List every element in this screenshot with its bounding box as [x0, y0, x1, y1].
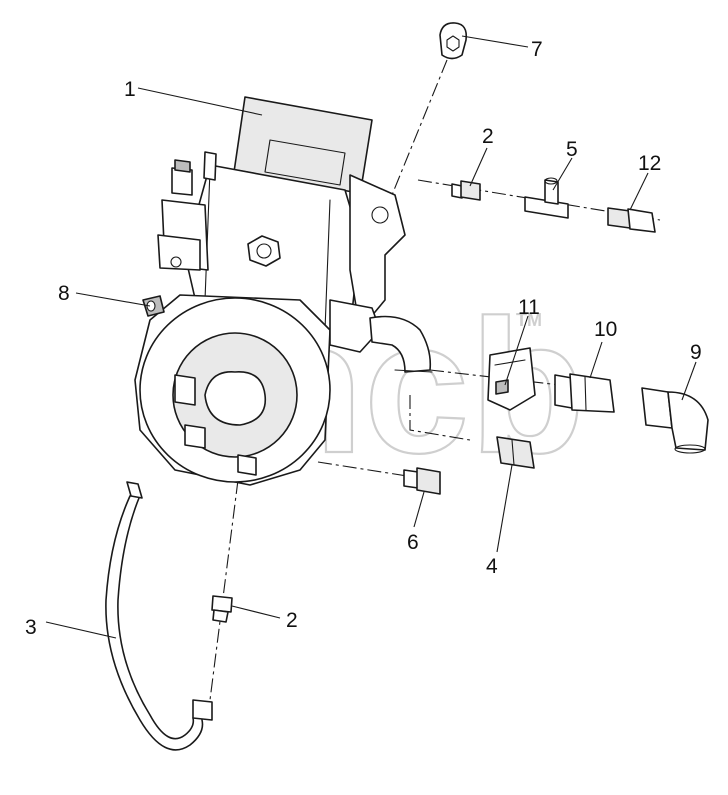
bracket-11-edge — [494, 359, 526, 366]
flange-lug-bottom-2 — [237, 454, 257, 476]
leader-12 — [629, 172, 649, 211]
pump-outlet-elbow — [369, 315, 432, 373]
pump-side-bracket — [349, 174, 406, 331]
valve-cap — [174, 159, 191, 173]
leader-1 — [137, 87, 263, 116]
part-9-elbow — [641, 387, 709, 454]
part-2-adapter-lower — [211, 595, 233, 623]
plug-4-flat — [511, 439, 515, 466]
leader-2-lower — [231, 605, 281, 619]
leader-9 — [681, 361, 697, 401]
front-hex-nut-bore — [256, 243, 272, 259]
connector-12-body — [627, 208, 656, 233]
tee-5-branch-port — [544, 177, 558, 185]
centerline-plug — [317, 461, 421, 479]
callout-12: 12 — [638, 152, 661, 175]
elbow-9-body — [667, 391, 709, 451]
hose-3-line-a — [105, 495, 204, 751]
elbow-rim — [394, 369, 433, 373]
pump-port-block — [329, 299, 381, 353]
union-10-body — [569, 373, 615, 413]
leader-4 — [496, 464, 513, 553]
leader-2-upper — [469, 147, 488, 187]
centerline-bolt — [391, 59, 448, 196]
union-10-flat — [584, 376, 587, 411]
callout-2-lower: 2 — [286, 609, 298, 632]
callouts: 1 2 5 12 7 8 11 10 9 6 4 3 2 — [25, 38, 702, 639]
adapter-2-hex — [460, 180, 481, 201]
part-10-union — [554, 373, 615, 413]
leader-5 — [552, 157, 573, 191]
part-5-tee — [524, 177, 569, 219]
part-6-plug — [403, 467, 441, 495]
plug-6-hex — [416, 467, 441, 495]
callout-7: 7 — [531, 38, 543, 61]
front-hex-nut — [247, 235, 281, 267]
valve-pin — [203, 151, 217, 181]
pump-top-recess — [264, 139, 346, 186]
callout-6: 6 — [407, 531, 419, 554]
part-2-adapter-upper — [451, 180, 481, 201]
leader-8 — [75, 292, 151, 307]
flange-lug-left — [174, 374, 196, 406]
callout-4: 4 — [486, 555, 498, 578]
drive-shaft-coupling — [204, 371, 267, 426]
callout-10: 10 — [594, 318, 617, 341]
callout-11: 11 — [518, 296, 540, 319]
bolt-7-head — [439, 22, 468, 60]
plug-4-hex — [496, 436, 535, 469]
leader-3 — [45, 621, 117, 639]
pump-assembly — [134, 96, 433, 486]
leader-lines — [45, 35, 697, 639]
leader-7 — [461, 35, 529, 48]
centerline-elbow — [429, 369, 561, 386]
leader-6 — [413, 491, 425, 528]
callout-3: 3 — [25, 616, 37, 639]
bracket-hole — [371, 206, 389, 224]
watermark-trademark: TM — [516, 310, 542, 330]
bracket-11-body — [487, 347, 536, 411]
adapter-2b-nose — [212, 609, 229, 623]
elbow-9-port — [674, 444, 706, 454]
connector-12-hex — [607, 207, 631, 229]
centerline-adapter — [409, 395, 471, 441]
valve-block-lower — [157, 234, 201, 271]
leader-11 — [504, 315, 529, 386]
hose-3-end-fitting-bottom — [192, 699, 213, 721]
leader-10 — [589, 341, 603, 379]
part-12-connector — [607, 207, 656, 233]
housing-edge-line-2 — [324, 199, 331, 331]
valve-block-port — [170, 256, 182, 268]
callout-8: 8 — [58, 282, 70, 305]
bolt-7-socket — [446, 35, 460, 52]
housing-edge-line — [204, 169, 211, 301]
part-8-plug — [142, 295, 165, 317]
plug-6-nose — [403, 469, 419, 489]
adapter-2b-hex — [211, 595, 233, 613]
callout-5: 5 — [566, 138, 578, 161]
adapter-2-nose — [451, 183, 463, 199]
part-3-hose — [105, 481, 213, 751]
part-7-bolt — [439, 22, 468, 60]
callout-9: 9 — [690, 341, 702, 364]
hose-3-line-b — [117, 497, 195, 740]
part-4-plug — [496, 436, 535, 469]
flange-lug-bottom — [184, 424, 206, 449]
union-10-collar — [554, 374, 573, 409]
callout-1: 1 — [124, 78, 136, 101]
hose-3-end-fitting-top — [126, 481, 143, 499]
part-11-bracket — [487, 347, 536, 411]
callout-2-upper: 2 — [482, 125, 494, 148]
centerline-lower — [209, 479, 239, 701]
